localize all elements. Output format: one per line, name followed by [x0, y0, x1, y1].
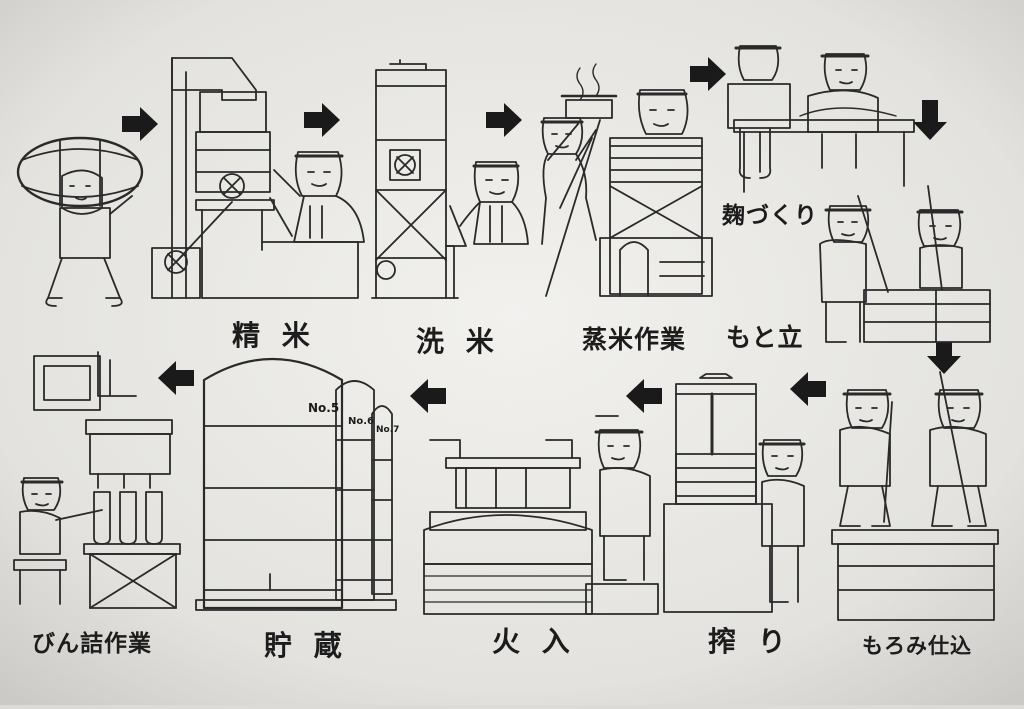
rice-polishing-machine — [151, 57, 359, 299]
label-bottling: びん詰作業 — [32, 631, 152, 657]
label-pasteurization: 火 入 — [492, 625, 576, 658]
arrow-left-icon — [410, 379, 446, 413]
storage-tanks — [195, 358, 397, 611]
arrow-right-icon — [122, 107, 158, 141]
label-rice-washing: 洗 米 — [416, 325, 500, 358]
rice-washing-machine — [371, 59, 467, 299]
bottling-machine — [13, 351, 181, 609]
koji-making-table — [727, 45, 915, 193]
label-koji-making: 麹づくり — [722, 203, 818, 229]
steam-worker-figure — [540, 89, 689, 297]
arrow-right-icon — [486, 103, 522, 137]
arrow-down-icon — [913, 100, 947, 140]
moromi-vat — [831, 371, 999, 621]
label-steaming: 蒸米作業 — [582, 325, 687, 354]
tank-tag-7: No.7 — [376, 425, 399, 435]
steamer-stove — [560, 63, 713, 297]
polishing-worker-figure — [273, 151, 365, 243]
sake-press — [663, 373, 806, 613]
label-moto-starter: もと立 — [726, 323, 804, 352]
arrow-right-icon — [304, 103, 340, 137]
label-pressing: 搾 り — [708, 625, 792, 658]
label-storage: 貯 蔵 — [264, 629, 348, 662]
arrow-left-icon — [158, 361, 194, 395]
moto-tub — [819, 185, 991, 343]
label-rice-polishing: 精 米 — [232, 319, 316, 352]
arrow-right-icon — [690, 57, 726, 91]
arrow-left-icon — [790, 372, 826, 406]
pasteurization-boiler — [423, 415, 659, 615]
label-moromi: もろみ仕込 — [862, 634, 972, 658]
arrow-left-icon — [626, 379, 662, 413]
rice-bale-carrier-figure — [16, 136, 144, 307]
washing-worker-figure — [459, 161, 529, 245]
tank-tag-5: No.5 — [308, 401, 339, 415]
arrow-down-icon — [927, 342, 961, 374]
tank-tag-6: No.6 — [348, 416, 374, 427]
flow-arrows — [122, 57, 961, 413]
